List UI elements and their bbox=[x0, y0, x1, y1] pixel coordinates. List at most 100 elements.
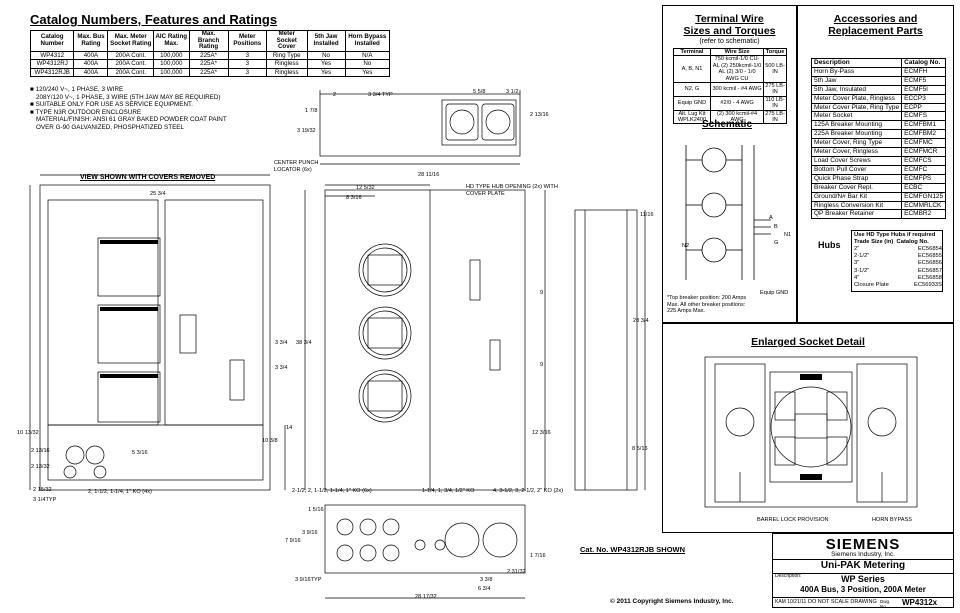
list-item: 2-1/2"EC56855 bbox=[854, 253, 942, 260]
dim-label: 3 9/16TYP bbox=[295, 577, 322, 583]
catalog-header-row: Catalog Number Max. Bus Rating Max. Mete… bbox=[29, 30, 391, 52]
list-item: 3-1/2"EC56857 bbox=[854, 267, 942, 274]
cell: 100,000 bbox=[153, 50, 190, 61]
dim-label: 3 19/32 bbox=[297, 128, 316, 134]
dim-label: 28 17/32 bbox=[415, 594, 437, 600]
socket-detail-drawing bbox=[704, 356, 918, 508]
dim-label: 5 3/16 bbox=[132, 450, 148, 456]
table-row: Alt. Lug Kit WPLK2400(2) 300 kcmil-#4 AW… bbox=[673, 109, 787, 125]
cell: Ground/N# Bar Kit bbox=[810, 191, 903, 202]
cell: Bottom Pull Cover bbox=[810, 164, 903, 175]
cell: Meter Socket bbox=[810, 111, 903, 122]
dim-label: 3 1/2 bbox=[506, 89, 519, 95]
dim-label: 2 13/16 bbox=[530, 112, 549, 118]
catalog-header: Max. Branch Rating bbox=[188, 30, 229, 52]
socket-label-barrel: BARREL LOCK PROVISION bbox=[757, 517, 829, 523]
enclosure-drawings bbox=[29, 90, 646, 599]
hubs-note: Use HD Type Hubs if required bbox=[854, 232, 936, 238]
cell: ECMFBM2 bbox=[901, 129, 947, 140]
cell: WP4312 bbox=[29, 50, 75, 61]
cell: ECMFC bbox=[901, 164, 947, 175]
cell: ECMFH bbox=[901, 66, 947, 77]
product-name: Uni-PAK Metering bbox=[772, 559, 954, 571]
dim-label: 28 3/4 bbox=[633, 318, 649, 324]
cell: ECMF5I bbox=[901, 84, 947, 95]
dim-label: 3 1/4TYP bbox=[33, 497, 57, 503]
side-view-outline bbox=[574, 209, 638, 491]
cell: ECMFPS bbox=[901, 173, 947, 184]
dim-label: 3 3/4 TYP bbox=[368, 92, 393, 98]
cell: 5th Jaw bbox=[810, 75, 903, 86]
terminal-subtitle: (refer to schematic) bbox=[699, 38, 760, 45]
note-item: ■ SUITABLE ONLY FOR USE AS SERVICE EQUIP… bbox=[30, 101, 193, 109]
cell: ECMFGN125 bbox=[901, 191, 947, 202]
top-view-outline bbox=[319, 93, 521, 157]
dim-label: CENTER PUNCH LOCATOR (6x) bbox=[274, 160, 319, 173]
schem-label: N2 bbox=[682, 243, 690, 249]
dim-label: 6 3/4 bbox=[478, 586, 491, 592]
cell: ECCP3 bbox=[901, 93, 947, 104]
cell: Ringless Conversion Kit bbox=[810, 200, 903, 211]
accessories-panel bbox=[797, 5, 954, 323]
schem-label: A bbox=[769, 215, 773, 221]
dwg-label: Dwg. No. bbox=[880, 599, 891, 609]
cell: 225A Breaker Mounting bbox=[810, 129, 903, 140]
dim-label: 8 5/16 bbox=[632, 446, 648, 452]
schem-label: G bbox=[774, 240, 779, 246]
dim-label: 2 13/32 bbox=[31, 464, 50, 470]
cell: 125A Breaker Mounting bbox=[810, 120, 903, 131]
dwg-number: WP4312x bbox=[902, 598, 938, 607]
schem-label: Equip GND bbox=[760, 290, 789, 296]
cell: Quick Phase Strap bbox=[810, 173, 903, 184]
dim-label: 7 9/16 bbox=[285, 538, 301, 544]
cell: 3 bbox=[227, 67, 267, 78]
cell: ECPP bbox=[901, 102, 947, 113]
dim-label: 1 7/16 bbox=[530, 553, 546, 559]
kam: KAM 10/21/11 bbox=[775, 599, 807, 605]
cell: WP4312RJ bbox=[29, 59, 75, 69]
dim-label: 28 11/16 bbox=[418, 172, 440, 178]
dim-label: 9 bbox=[540, 290, 544, 296]
dim-label: 1 7/8 bbox=[305, 108, 318, 114]
desc-label: Description: bbox=[775, 573, 802, 579]
copyright: © 2011 Copyright Siemens Industry, Inc. bbox=[610, 598, 734, 605]
catalog-title: Catalog Numbers, Features and Ratings bbox=[30, 12, 278, 27]
dim-label: 1 5/16 bbox=[308, 507, 324, 513]
schem-label: B bbox=[774, 224, 778, 230]
schematic-title: Schematic bbox=[702, 119, 753, 130]
dim-label: 10 3/8 bbox=[262, 438, 278, 444]
socket-title: Enlarged Socket Detail bbox=[751, 336, 865, 348]
cell: 3 bbox=[227, 59, 267, 69]
notes: ■ 120/240 V~, 1 PHASE, 3 WIRE 208Y/120 V… bbox=[30, 86, 280, 132]
view-label: VIEW SHOWN WITH COVERS REMOVED bbox=[80, 174, 216, 181]
cell: Breaker Cover Repl. bbox=[810, 182, 903, 193]
catalog-table: Catalog Number Max. Bus Rating Max. Mete… bbox=[29, 30, 391, 78]
brand-logo: SIEMENS bbox=[825, 536, 901, 553]
cell: ECMFMC bbox=[901, 138, 947, 149]
note-item: ■ 120/240 V~, 1 PHASE, 3 WIRE bbox=[30, 86, 124, 93]
note-item: ■ TYPE N3R OUTDOOR ENCLOSURE bbox=[30, 108, 142, 116]
cell: ECMFS bbox=[901, 111, 947, 122]
cell: Meter Cover Plate, Ringless bbox=[810, 93, 903, 104]
cell: 5th Jaw, Insulated bbox=[810, 84, 903, 95]
dim-label: 14 bbox=[286, 425, 293, 431]
bottom-view-outline bbox=[324, 504, 526, 574]
table-row: Breaker Cover Repl.ECBC bbox=[810, 182, 947, 193]
